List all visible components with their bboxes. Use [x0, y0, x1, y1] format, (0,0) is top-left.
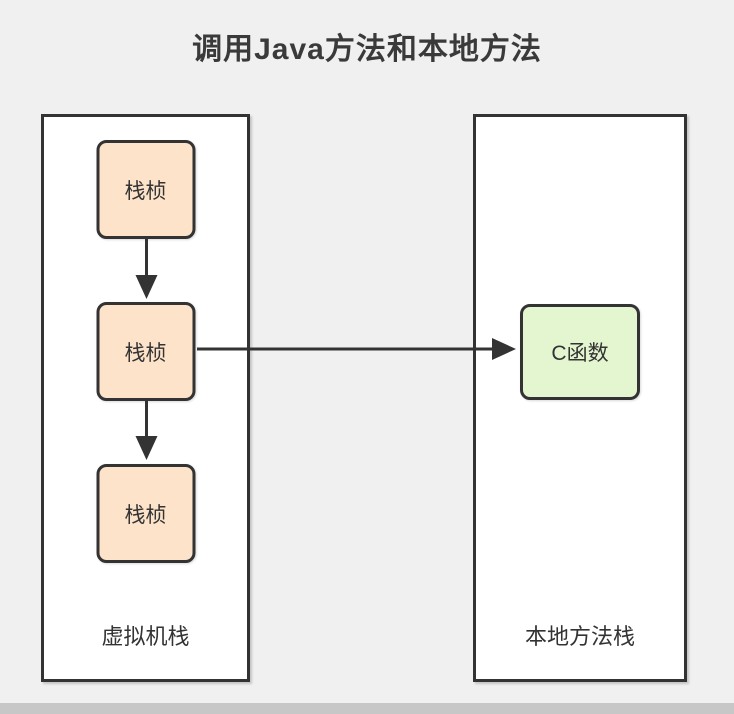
diagram-title: 调用Java方法和本地方法 — [192, 33, 542, 66]
stack-frame-1: 栈桢 — [96, 140, 195, 239]
stack-frame-3: 栈桢 — [96, 464, 195, 563]
stack-frame-2: 栈桢 — [96, 302, 195, 401]
vm-stack-container: 栈桢 栈桢 栈桢 虚拟机栈 — [41, 114, 250, 682]
native-stack-container: C函数 本地方法栈 — [473, 114, 687, 682]
c-function-node: C函数 — [520, 304, 640, 400]
bottom-scrollbar[interactable] — [0, 703, 734, 714]
native-stack-label: 本地方法栈 — [524, 624, 635, 649]
vm-stack-label: 虚拟机栈 — [101, 624, 190, 649]
